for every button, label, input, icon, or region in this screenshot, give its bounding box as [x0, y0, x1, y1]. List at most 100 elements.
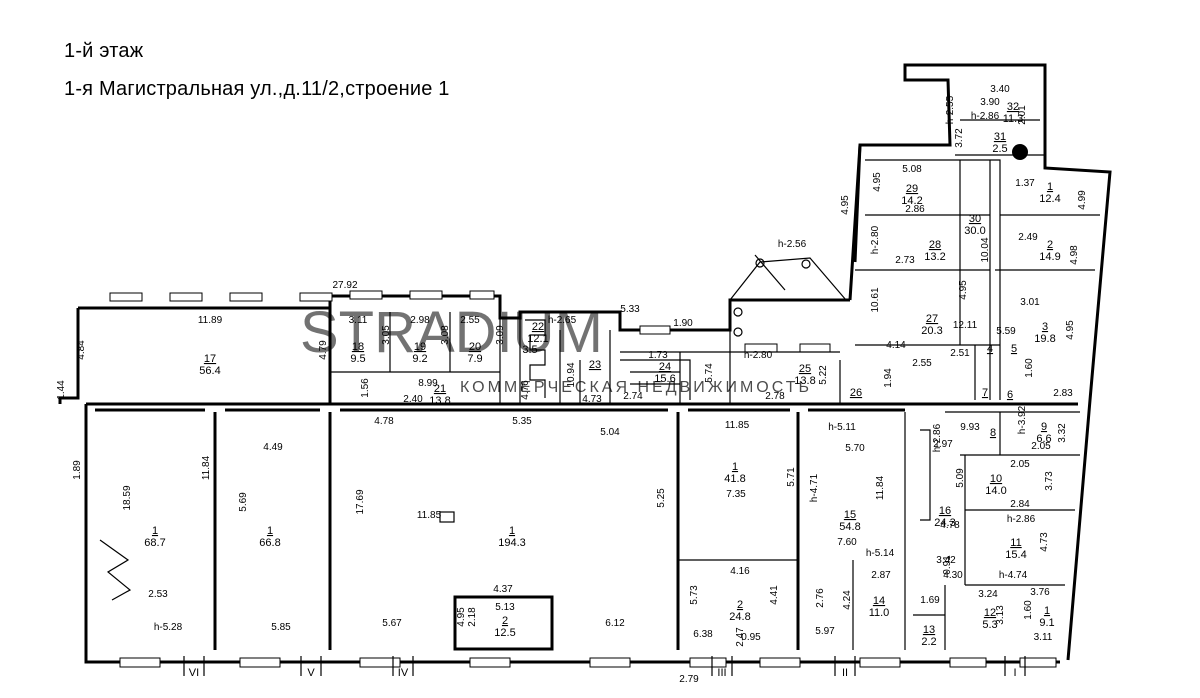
dimension-label: 4.24	[842, 590, 853, 610]
room-number: 26	[850, 387, 862, 399]
room-label-room-18: 189.5	[350, 341, 365, 365]
room-label-room-1-se: 19.1	[1039, 605, 1054, 629]
dimension-label: 3.40	[990, 84, 1010, 95]
axis-label: V	[307, 667, 315, 679]
dimension-label: 0.91	[942, 555, 953, 575]
room-area: 194.3	[498, 537, 526, 549]
dimension-label: 2.83	[1053, 388, 1073, 399]
dimension-label: 3.24	[978, 589, 998, 600]
dimension-label: 2.47	[735, 627, 746, 647]
dimension-label: 5.04	[600, 427, 620, 438]
room-label-room-31: 312.5	[992, 131, 1007, 155]
dimension-label: 1.90	[673, 318, 693, 329]
room-area: 24.3	[934, 517, 955, 529]
dimension-label: h-2.80	[870, 225, 881, 254]
room-number: 2	[1047, 239, 1053, 251]
address-title: 1-я Магистральная ул.,д.11/2,строение 1	[64, 78, 450, 100]
dimension-label: h-2.56	[778, 239, 807, 250]
dimension-label: 4.79	[318, 340, 329, 360]
room-area: 5.3	[982, 619, 997, 631]
column-icon	[733, 327, 743, 337]
room-label-room-20: 207.9	[467, 341, 482, 365]
dimension-label: 2.78	[765, 391, 785, 402]
room-number: 15	[844, 509, 856, 521]
dimension-label: h-5.14	[866, 548, 895, 559]
dimension-label: 1.94	[883, 368, 894, 388]
dimension-label: 2.84	[1010, 499, 1030, 510]
dimension-label: 2.49	[1018, 232, 1038, 243]
dimension-label: 4.78	[940, 520, 960, 531]
room-number: 28	[929, 239, 941, 251]
watermark-tagline: КОММЕРЧЕСКАЯ НЕДВИЖИМОСТЬ	[460, 379, 812, 396]
dimension-label: 5.85	[271, 622, 291, 633]
dimension-label: 10.04	[980, 237, 991, 262]
dimension-label: 3.32	[1057, 423, 1068, 443]
room-label-room-8: 8	[990, 427, 996, 439]
room-area: 20.3	[921, 325, 942, 337]
dimension-label: 7.60	[837, 537, 857, 548]
dimension-label: 4.73	[582, 394, 602, 405]
room-area: 30.0	[964, 225, 985, 237]
dimension-label: 1.44	[56, 380, 67, 400]
dimension-label: 3.73	[1044, 471, 1055, 491]
room-label-room-19: 199.2	[412, 341, 427, 365]
room-area: 11.3	[1003, 113, 1024, 125]
room-area: 9.2	[412, 353, 427, 365]
dimension-label: 4.37	[493, 584, 513, 595]
dimension-label: 3.90	[980, 97, 1000, 108]
room-area: 24.8	[729, 611, 750, 623]
dimension-label: 11.85	[417, 510, 442, 521]
dimension-label: 3.13	[995, 605, 1006, 625]
axis-label: I	[1013, 667, 1016, 679]
room-number: 21	[434, 383, 446, 395]
room-number: 13	[923, 624, 935, 636]
room-area: 13.2	[924, 251, 945, 263]
room-area: 13.8	[429, 395, 450, 407]
dimension-label: 5.97	[815, 626, 835, 637]
dimension-label: 5.73	[689, 585, 700, 605]
dimension-label: 11.89	[198, 315, 223, 326]
dimension-label: 2.55	[912, 358, 932, 369]
dimension-label: 5.09	[955, 468, 966, 488]
room-number: 14	[873, 595, 885, 607]
room-number: 1	[732, 461, 738, 473]
room-label-room-2-d: 224.8	[729, 599, 750, 623]
dimension-label: 1.69	[920, 595, 940, 606]
dimension-label: 4.84	[76, 340, 87, 360]
dimension-label: 4.95	[456, 607, 467, 627]
room-number: 2	[502, 615, 508, 627]
dimension-label: 1.60	[1024, 358, 1035, 378]
room-area: 15.4	[1005, 549, 1026, 561]
ventilation-icon	[1012, 144, 1028, 160]
room-label-room-1-a: 168.7	[144, 525, 165, 549]
dimension-label: 4.30	[943, 570, 963, 581]
dimension-label: 11.84	[875, 475, 886, 500]
dimension-label: 0.95	[741, 632, 761, 643]
room-area: 13.8	[794, 375, 815, 387]
room-number: 1	[509, 525, 515, 537]
dimension-label: h-2.55	[945, 95, 956, 124]
dimension-label: h-4.71	[809, 473, 820, 502]
dimension-label: 10.61	[870, 287, 881, 312]
room-area: 68.7	[144, 537, 165, 549]
dimension-label: 2.01	[1017, 105, 1028, 125]
room-number: 30	[969, 213, 981, 225]
room-area: 15.6	[654, 373, 675, 385]
dimension-label: 10.94	[566, 362, 577, 387]
dimension-label: 5.67	[382, 618, 402, 629]
dimension-label: 4.98	[1069, 245, 1080, 265]
dimension-label: 4.95	[958, 280, 969, 300]
room-label-room-1-ne: 112.4	[1039, 181, 1060, 205]
room-area: 3.5	[522, 344, 537, 356]
room-number: 19	[414, 341, 426, 353]
dimension-label: 2.73	[895, 255, 915, 266]
dimension-label: h-2.86	[932, 423, 943, 452]
dimension-label: 18.59	[122, 485, 133, 510]
